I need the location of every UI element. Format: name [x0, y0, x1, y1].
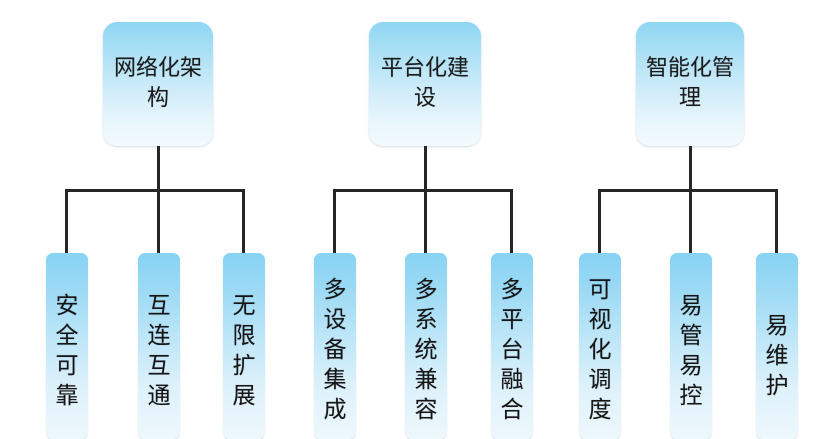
- leaf-node-label: 无限扩展: [232, 293, 256, 409]
- connector-drop-1-3: [242, 189, 245, 254]
- leaf-node-easy-maintenance[interactable]: 易维护: [756, 253, 798, 439]
- parent-node-intelligent-management[interactable]: 智能化管理: [636, 22, 744, 146]
- leaf-node-visual-scheduling[interactable]: 可视化调度: [579, 253, 621, 439]
- leaf-node-label: 安全可靠: [55, 293, 79, 409]
- leaf-node-interconnected[interactable]: 互连互通: [138, 253, 180, 439]
- leaf-node-label: 多设备集成: [323, 277, 347, 423]
- connector-drop-2-2: [424, 189, 427, 254]
- connector-stem-group-1: [157, 146, 160, 192]
- connector-drop-3-2: [689, 189, 692, 254]
- connector-stem-group-3: [689, 146, 692, 192]
- leaf-node-easy-management-control[interactable]: 易管易控: [670, 253, 712, 439]
- parent-node-platform-construction[interactable]: 平台化建设: [369, 22, 481, 146]
- leaf-node-label: 易管易控: [679, 293, 703, 409]
- leaf-node-safe-reliable[interactable]: 安全可靠: [46, 253, 88, 439]
- parent-node-label: 平台化建设: [380, 56, 469, 111]
- leaf-node-label: 可视化调度: [588, 277, 612, 423]
- leaf-node-multi-platform-convergence[interactable]: 多平台融合: [491, 253, 533, 439]
- leaf-node-multi-system-compatibility[interactable]: 多系统兼容: [405, 253, 447, 439]
- leaf-node-label: 多系统兼容: [414, 277, 438, 423]
- parent-node-networked-architecture[interactable]: 网络化架构: [103, 22, 213, 146]
- leaf-node-label: 互连互通: [147, 293, 171, 409]
- parent-node-label: 网络化架构: [113, 56, 202, 111]
- leaf-node-multi-device-integration[interactable]: 多设备集成: [314, 253, 356, 439]
- leaf-node-label: 多平台融合: [500, 277, 524, 423]
- connector-drop-1-2: [157, 189, 160, 254]
- connector-stem-group-2: [424, 146, 427, 192]
- connector-drop-1-1: [65, 189, 68, 254]
- parent-node-label: 智能化管理: [645, 56, 734, 111]
- connector-drop-2-1: [333, 189, 336, 254]
- connector-drop-2-3: [510, 189, 513, 254]
- connector-bar-group-2: [333, 189, 513, 192]
- connector-drop-3-3: [775, 189, 778, 254]
- connector-drop-3-1: [598, 189, 601, 254]
- connector-bar-group-1: [65, 189, 245, 192]
- leaf-node-unlimited-expansion[interactable]: 无限扩展: [223, 253, 265, 439]
- leaf-node-label: 易维护: [765, 313, 789, 399]
- connector-bar-group-3: [598, 189, 778, 192]
